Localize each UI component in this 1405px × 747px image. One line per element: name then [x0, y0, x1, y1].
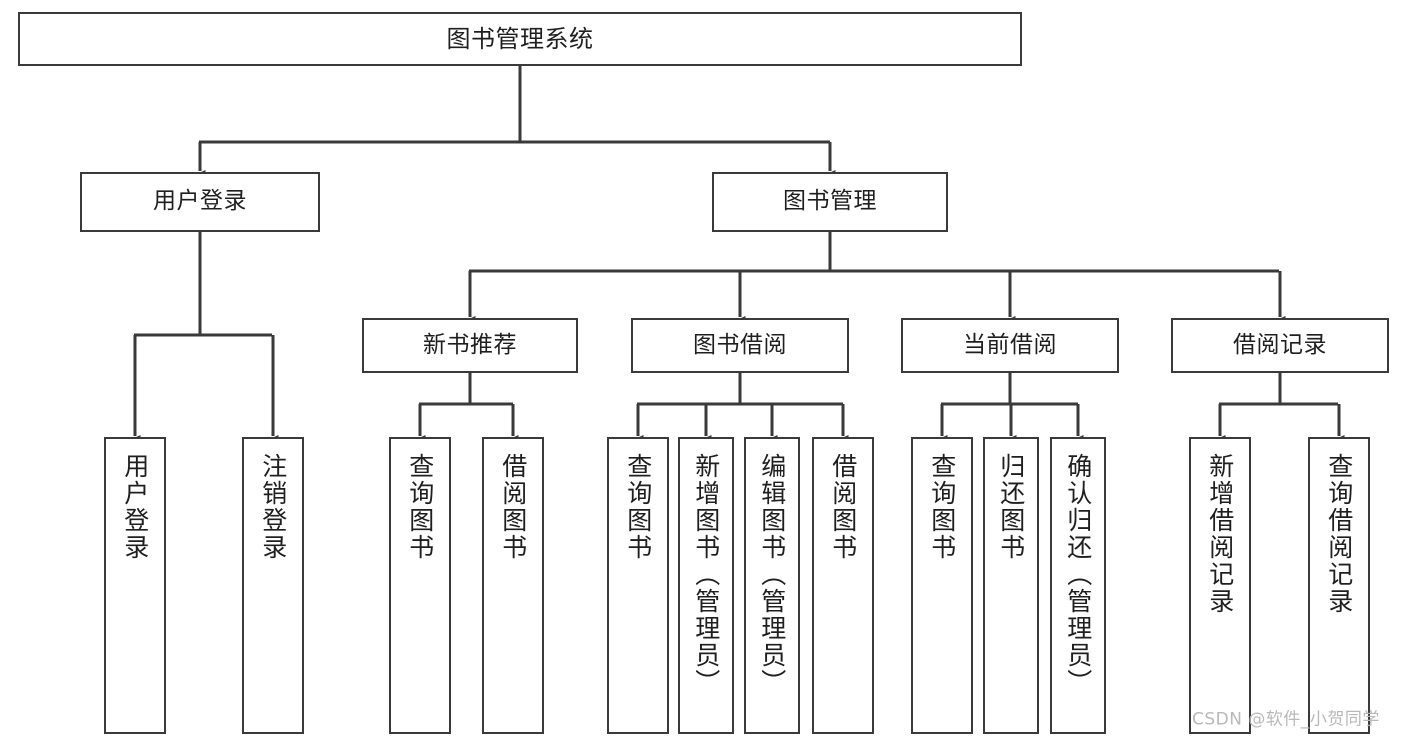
node-label: 用户登录 [120, 453, 150, 561]
node-label: 新增图书（管理员） [691, 453, 721, 696]
node-leaf8[interactable]: 借阅图书 [812, 437, 874, 734]
node-leaf4[interactable]: 借阅图书 [482, 437, 544, 734]
node-label: 借阅记录 [1233, 331, 1327, 358]
node-leaf5[interactable]: 查询图书 [607, 437, 669, 734]
node-label: 图书借阅 [693, 331, 787, 358]
node-label: 新增借阅记录 [1205, 453, 1235, 615]
node-label: 用户登录 [153, 188, 247, 215]
node-leaf2[interactable]: 注销登录 [242, 437, 304, 734]
node-leaf6[interactable]: 新增图书（管理员） [678, 437, 734, 734]
node-label: 查询图书 [623, 453, 653, 561]
node-label: 查询图书 [927, 453, 957, 561]
node-l3c[interactable]: 当前借阅 [901, 318, 1119, 373]
node-label: 新书推荐 [423, 331, 517, 358]
node-leaf12[interactable]: 新增借阅记录 [1189, 437, 1251, 734]
node-l3a[interactable]: 新书推荐 [362, 318, 578, 373]
node-l2a[interactable]: 用户登录 [80, 172, 320, 232]
node-l2b[interactable]: 图书管理 [712, 172, 948, 232]
node-label: 注销登录 [258, 453, 288, 561]
node-leaf9[interactable]: 查询图书 [911, 437, 973, 734]
node-label: 确认归还（管理员） [1063, 453, 1093, 696]
csdn-watermark: CSDN @软件_小贺同学 [1192, 709, 1380, 730]
node-label: 查询图书 [405, 453, 435, 561]
node-label: 编辑图书（管理员） [757, 453, 787, 696]
node-leaf10[interactable]: 归还图书 [983, 437, 1039, 734]
node-label: 当前借阅 [963, 331, 1057, 358]
node-label: 图书管理系统 [446, 24, 594, 53]
node-l3d[interactable]: 借阅记录 [1171, 318, 1389, 373]
node-l3b[interactable]: 图书借阅 [631, 318, 849, 373]
node-label: 借阅图书 [498, 453, 528, 561]
edge-paths [129, 66, 1345, 445]
node-leaf7[interactable]: 编辑图书（管理员） [744, 437, 800, 734]
node-label: 归还图书 [996, 453, 1026, 561]
node-leaf13[interactable]: 查询借阅记录 [1308, 437, 1370, 734]
node-leaf1[interactable]: 用户登录 [104, 437, 166, 734]
node-leaf11[interactable]: 确认归还（管理员） [1050, 437, 1106, 734]
node-leaf3[interactable]: 查询图书 [389, 437, 451, 734]
node-root[interactable]: 图书管理系统 [18, 12, 1022, 66]
node-label: 借阅图书 [828, 453, 858, 561]
node-label: 图书管理 [783, 188, 877, 215]
node-label: 查询借阅记录 [1324, 453, 1354, 615]
